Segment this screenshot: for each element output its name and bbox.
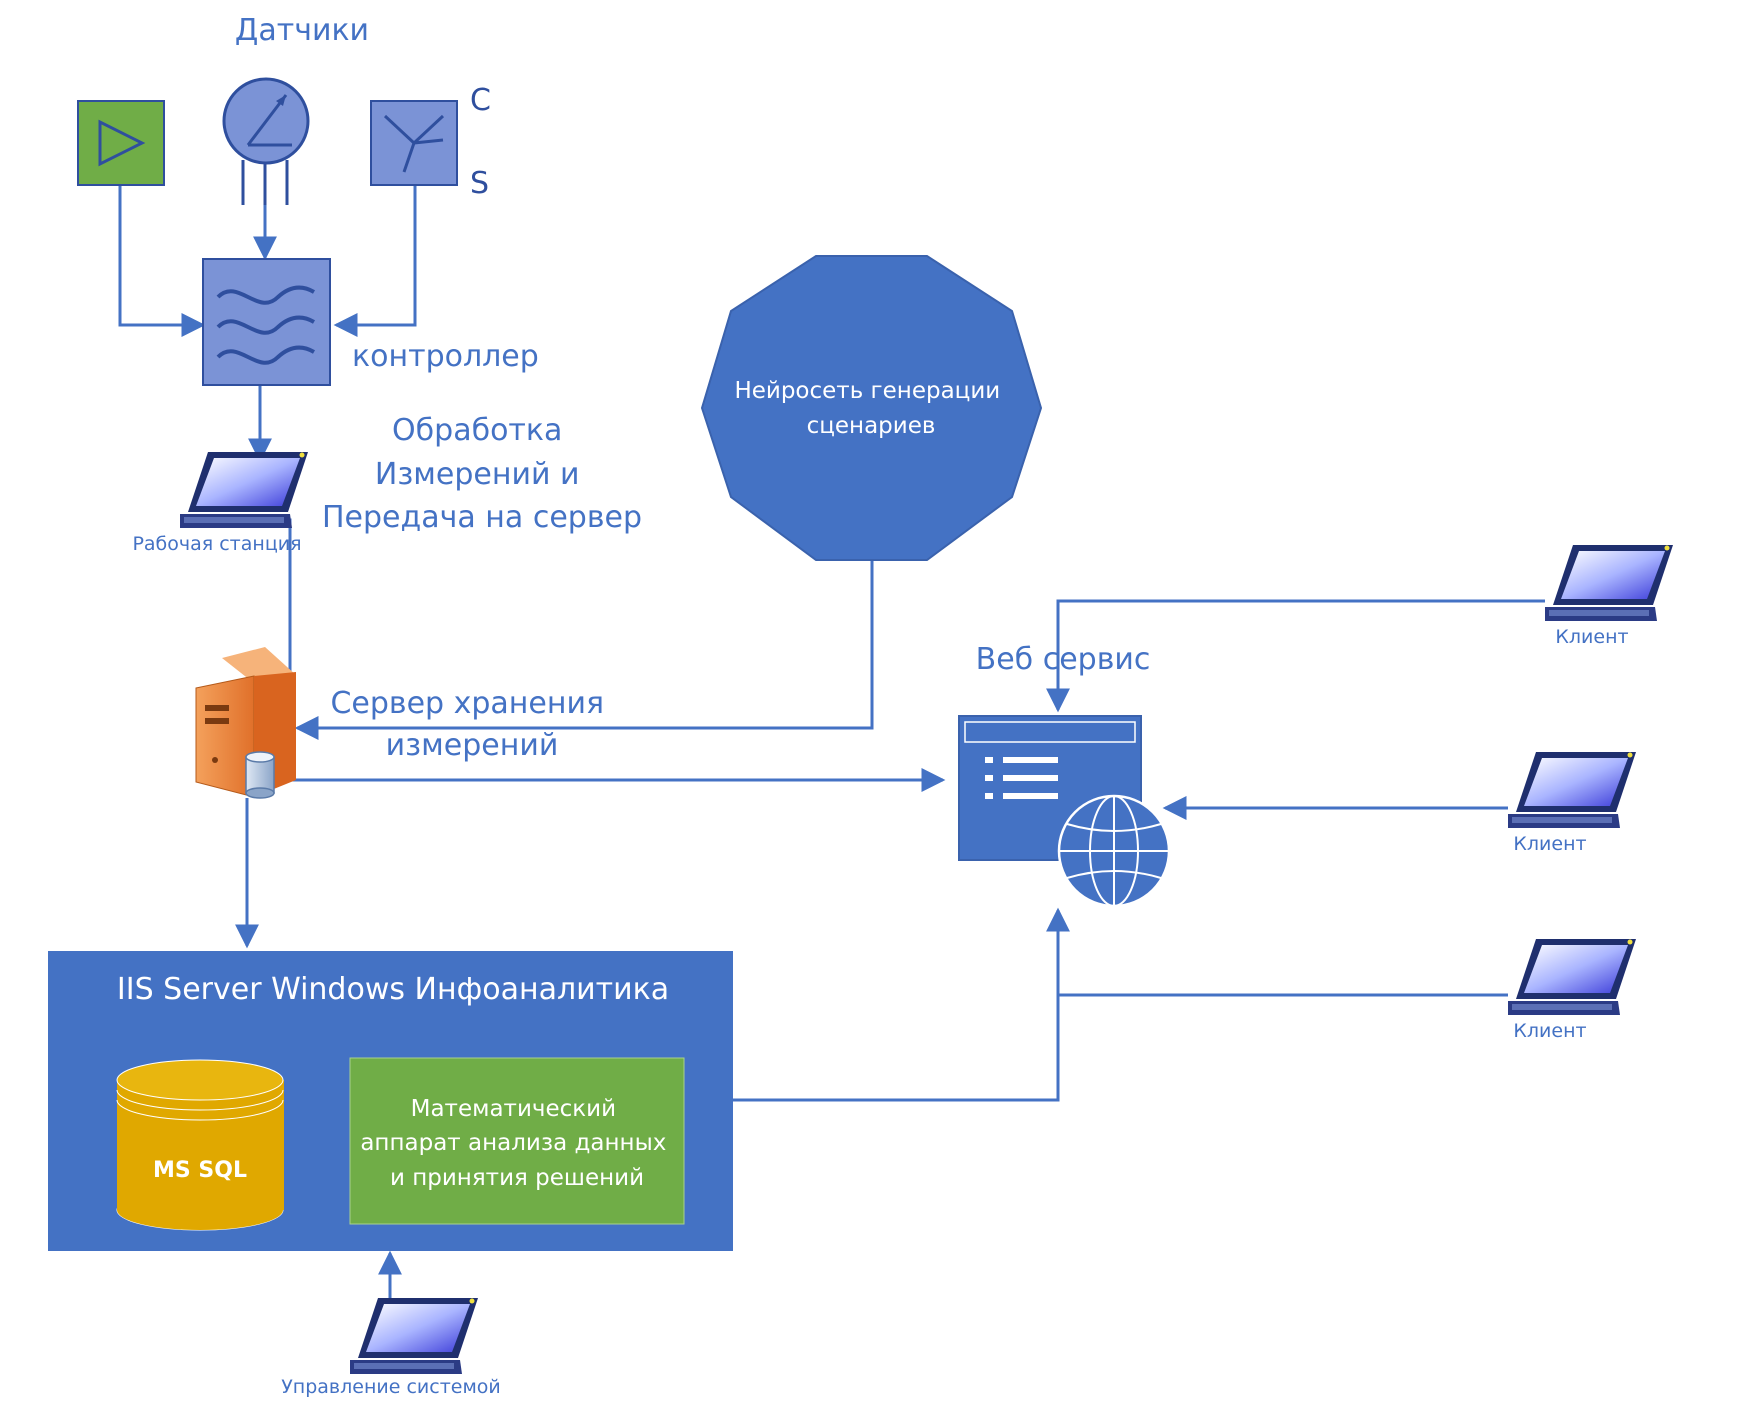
ms-sql-label: MS SQL bbox=[153, 1158, 247, 1183]
amplifier-icon bbox=[98, 119, 146, 167]
workstation bbox=[180, 452, 308, 528]
edge-client1-to-web bbox=[1046, 599, 1545, 713]
ms-sql-database: MS SQL bbox=[116, 1059, 284, 1231]
edge-neural-to-server bbox=[294, 558, 874, 740]
system-control-workstation bbox=[350, 1298, 478, 1374]
edge-iis-to-web bbox=[733, 907, 1070, 1102]
gauge-sensor bbox=[222, 77, 310, 205]
antenna-sensor bbox=[370, 100, 458, 186]
neural-network-node: Нейросеть генерации сценариев bbox=[700, 255, 1043, 561]
laptop-icon bbox=[1545, 545, 1673, 621]
client-3 bbox=[1508, 939, 1636, 1015]
antenna-icon bbox=[383, 114, 445, 173]
system-control-label: Управление системой bbox=[281, 1376, 501, 1398]
amplifier-sensor bbox=[77, 100, 165, 186]
storage-server bbox=[195, 647, 296, 799]
filter-icon bbox=[216, 285, 316, 365]
sensor-c-label: C bbox=[470, 83, 491, 118]
client-2 bbox=[1508, 752, 1636, 828]
controller-label: контроллер bbox=[352, 339, 539, 374]
client-1 bbox=[1545, 545, 1673, 621]
web-service bbox=[958, 715, 1171, 908]
math-module: Математический аппарат анализа данных и … bbox=[349, 1057, 685, 1225]
iis-server-title: IIS Server Windows Инфоаналитика bbox=[117, 972, 669, 1007]
web-service-label: Веб сервис bbox=[976, 642, 1151, 677]
database-icon bbox=[245, 751, 275, 799]
sensor-s-label: S bbox=[470, 166, 489, 201]
neural-network-label: Нейросеть генерации сценариев bbox=[734, 378, 1007, 439]
processing-label: Обработка Измерений и Передача на сервер bbox=[322, 413, 642, 535]
laptop-icon bbox=[1508, 752, 1636, 828]
controller bbox=[202, 258, 331, 386]
connectors bbox=[118, 186, 1545, 1302]
client-1-label: Клиент bbox=[1555, 626, 1628, 648]
laptop-icon bbox=[1508, 939, 1636, 1015]
iis-server-block: IIS Server Windows Инфоаналитика MS SQL … bbox=[48, 951, 733, 1251]
laptop-icon bbox=[350, 1298, 478, 1374]
client-2-label: Клиент bbox=[1513, 833, 1586, 855]
edge-amplifier-to-controller bbox=[118, 186, 206, 337]
sensors-title: Датчики bbox=[235, 13, 369, 48]
math-module-label: Математический аппарат анализа данных и … bbox=[360, 1096, 673, 1191]
globe-icon bbox=[1057, 794, 1171, 908]
list-icon bbox=[985, 757, 1058, 799]
laptop-icon bbox=[180, 452, 308, 528]
workstation-label: Рабочая станция bbox=[132, 533, 301, 555]
client-3-label: Клиент bbox=[1513, 1020, 1586, 1042]
storage-server-label: Сервер хранения измерений bbox=[330, 686, 613, 763]
edge-antenna-to-controller bbox=[333, 186, 417, 337]
gauge-icon bbox=[246, 94, 292, 147]
